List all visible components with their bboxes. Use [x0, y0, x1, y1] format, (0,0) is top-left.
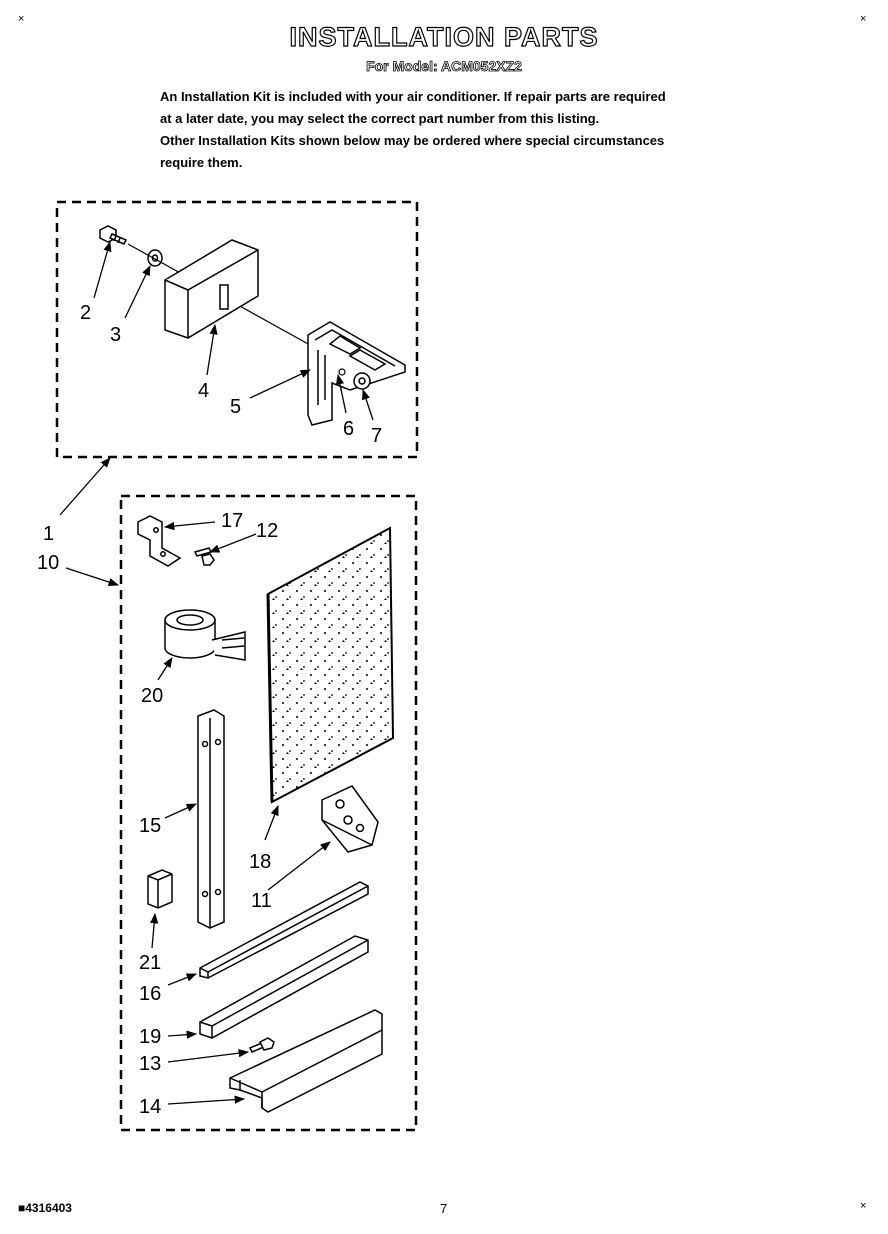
page-title: INSTALLATION PARTS	[289, 21, 599, 52]
callout-7: 7	[371, 425, 382, 447]
leader-4	[206, 323, 218, 376]
part-2-screw	[99, 225, 128, 245]
callout-20: 20	[141, 685, 163, 707]
callout-2: 2	[80, 302, 91, 324]
callout-17: 17	[221, 510, 243, 532]
leader-7	[362, 389, 374, 421]
part-17-angle-bracket	[137, 515, 182, 567]
callout-11: 11	[251, 890, 272, 912]
page-number: 7	[440, 1201, 448, 1216]
intro-line-2: at a later date, you may select the corr…	[160, 111, 600, 126]
part-15-angle-rail	[197, 709, 225, 929]
part-6-pin	[338, 368, 346, 376]
leader-20	[157, 657, 173, 681]
callout-14: 14	[139, 1096, 161, 1118]
callout-15: 15	[139, 815, 161, 837]
callout-3: 3	[110, 324, 121, 346]
callout-21: 21	[139, 952, 161, 974]
callout-19: 19	[139, 1026, 161, 1048]
callout-12: 12	[256, 520, 278, 542]
intro-line-3: Other Installation Kits shown below may …	[160, 133, 665, 148]
registration-mark-top-left: ×	[18, 13, 25, 25]
document-number: ■4316403	[18, 1201, 72, 1215]
part-12-screw	[193, 547, 215, 566]
registration-mark-bottom-right: ×	[860, 1200, 867, 1212]
leader-10	[65, 567, 119, 587]
callout-1: 1	[43, 523, 54, 545]
leader-18	[264, 805, 279, 841]
callout-16: 16	[139, 983, 161, 1005]
intro-line-4: require them.	[160, 155, 243, 170]
leader-6	[335, 373, 347, 414]
part-11-hardware-bag	[321, 785, 379, 853]
callout-6: 6	[343, 418, 354, 440]
leader-12	[209, 533, 257, 553]
leader-2	[93, 241, 112, 299]
part-5-bracket	[307, 321, 406, 426]
model-subtitle: For Model: ACM052XZ2	[366, 58, 523, 75]
part-19-foam-strip	[199, 935, 369, 1039]
part-16-seal-strip	[199, 881, 369, 979]
callout-4: 4	[198, 380, 209, 402]
leader-21	[150, 912, 159, 949]
part-7-nut	[353, 372, 371, 390]
leader-19	[167, 1030, 198, 1039]
part-4-block	[164, 239, 259, 339]
leader-17	[163, 521, 216, 531]
document-number-text: 4316403	[25, 1201, 72, 1215]
part-3-washer	[147, 249, 163, 267]
kit-1-dashed-box	[55, 200, 419, 459]
intro-text: An Installation Kit is included with you…	[160, 86, 760, 174]
leader-11	[267, 841, 331, 891]
leader-13	[167, 1049, 250, 1063]
callout-5: 5	[230, 396, 241, 418]
intro-line-1: An Installation Kit is included with you…	[160, 89, 666, 104]
part-20-tape-roll	[164, 609, 246, 661]
part-14-sill-channel	[229, 1009, 383, 1113]
leader-16	[167, 973, 197, 986]
callout-13: 13	[139, 1053, 161, 1075]
part-21-foam-block	[147, 869, 173, 909]
leader-15	[164, 803, 197, 819]
registration-mark-top-right: ×	[860, 13, 867, 25]
leader-5	[249, 369, 311, 399]
part-13-screw	[248, 1037, 275, 1053]
callout-10: 10	[37, 552, 59, 574]
leader-14	[167, 1095, 246, 1105]
callout-18: 18	[249, 851, 271, 873]
leader-3	[124, 265, 151, 319]
leader-1	[59, 457, 111, 516]
part-18-foam-panel	[266, 526, 395, 804]
